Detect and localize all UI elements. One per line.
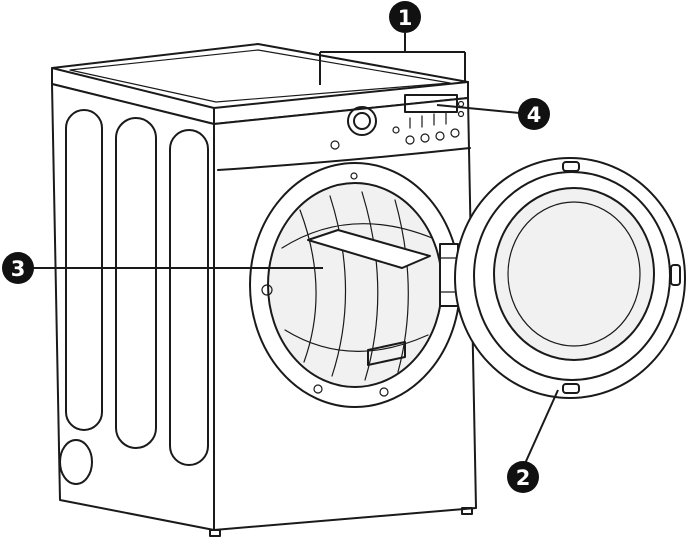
power-button-icon xyxy=(330,140,340,150)
callout-2-label: 2 xyxy=(516,466,531,490)
panel-button-icon xyxy=(450,128,460,138)
frame-screw-icon xyxy=(350,172,358,180)
door-top-clip xyxy=(562,161,580,172)
side-port xyxy=(59,439,93,485)
frame-screw-icon xyxy=(313,384,323,394)
door-bottom-clip xyxy=(562,383,580,394)
side-rib-1 xyxy=(65,109,103,431)
callout-4: 4 xyxy=(518,98,550,130)
drum-opening xyxy=(249,162,461,408)
side-rib-3 xyxy=(169,129,209,466)
feet xyxy=(209,507,473,537)
door-glass xyxy=(493,187,655,361)
callout-3: 3 xyxy=(2,252,34,284)
cycle-knob-center xyxy=(353,112,371,130)
callout-3-label: 3 xyxy=(11,257,26,281)
open-door xyxy=(454,157,686,399)
indicator-icon xyxy=(457,110,465,118)
side-panel xyxy=(51,83,215,531)
door-latch-icon xyxy=(261,284,273,296)
frame-screw-icon xyxy=(379,387,389,397)
lint-filter xyxy=(367,341,406,366)
panel-button-icon xyxy=(435,131,445,141)
panel-button-icon xyxy=(420,133,430,143)
callout-1: 1 xyxy=(389,1,421,33)
leader-1 xyxy=(319,33,466,85)
leader-4 xyxy=(436,104,531,115)
panel-button-icon xyxy=(405,135,415,145)
display-window xyxy=(404,94,458,113)
cycle-knob xyxy=(347,106,377,136)
panel-button-icon xyxy=(392,126,400,134)
door-handle xyxy=(670,264,681,286)
leader-lines xyxy=(28,33,559,469)
callout-1-label: 1 xyxy=(398,6,413,30)
leader-2 xyxy=(522,389,559,469)
callout-4-label: 4 xyxy=(527,103,542,127)
callout-2: 2 xyxy=(507,461,539,493)
drum xyxy=(267,182,443,388)
side-rib-2 xyxy=(115,117,157,449)
drying-rack xyxy=(307,229,431,269)
